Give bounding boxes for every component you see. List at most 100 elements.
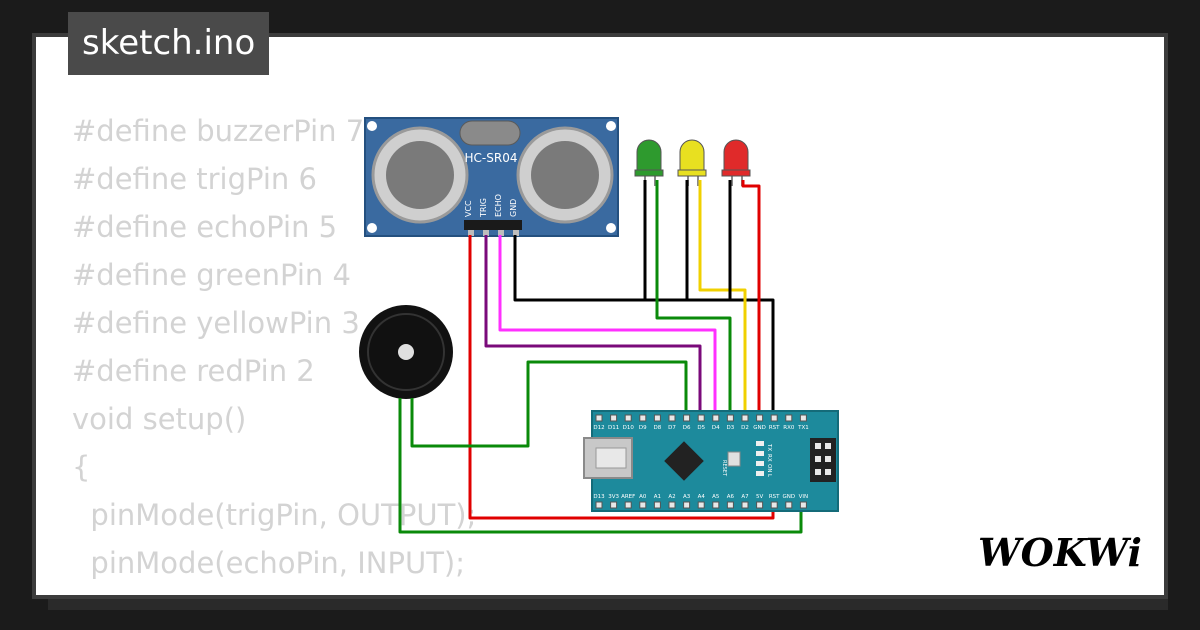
file-name-tab[interactable]: sketch.ino	[68, 12, 270, 75]
nano-pin[interactable]	[683, 414, 691, 422]
icsp-pin	[815, 456, 821, 462]
nano-pin[interactable]	[799, 501, 807, 509]
nano-status-led	[756, 471, 764, 476]
nano-led-label: TX	[766, 443, 772, 451]
wire-yellow-led-anode[interactable]	[698, 180, 747, 418]
icsp-pin	[825, 443, 831, 449]
sensor-pin-label: ECHO	[494, 194, 503, 217]
nano-pin[interactable]	[610, 501, 618, 509]
buzzer[interactable]	[359, 305, 453, 399]
nano-pin-label: GND	[753, 425, 766, 431]
nano-led-label: RX	[766, 454, 772, 462]
wokwi-logo: WOKWi	[978, 530, 1142, 575]
nano-pin-label: VIN	[799, 494, 809, 500]
icsp-pin	[815, 443, 821, 449]
code-line: #define yellowPin 3	[72, 306, 360, 340]
nano-pin-label: D10	[623, 425, 635, 431]
code-line: pinMode(echoPin, INPUT);	[72, 546, 466, 580]
nano-pin-label: D6	[683, 425, 691, 431]
nano-pin[interactable]	[653, 414, 661, 422]
nano-pin[interactable]	[741, 414, 749, 422]
nano-pin-label: D7	[668, 425, 676, 431]
led-body	[679, 139, 705, 173]
yellow-led[interactable]	[677, 139, 707, 186]
reset-label: RESET	[721, 460, 727, 477]
code-line: #define greenPin 4	[72, 258, 351, 292]
wire-sensor-echo[interactable]	[498, 235, 717, 418]
nano-pin[interactable]	[697, 501, 705, 509]
nano-pin[interactable]	[668, 501, 676, 509]
nano-pin[interactable]	[595, 501, 603, 509]
wire-red-led-anode[interactable]	[741, 180, 761, 418]
nano-pin-label: D13	[593, 494, 605, 500]
nano-pin[interactable]	[756, 414, 764, 422]
nano-pin[interactable]	[712, 414, 720, 422]
nano-pin[interactable]	[726, 414, 734, 422]
nano-pin[interactable]	[683, 501, 691, 509]
nano-pin-label: D5	[697, 425, 705, 431]
icsp-pin	[825, 469, 831, 475]
code-preview: #define buzzerPin 7#define trigPin 6#def…	[72, 107, 477, 595]
nano-pin[interactable]	[595, 414, 603, 422]
wire-buzzer-gnd[interactable]	[398, 398, 803, 534]
brand-wordmark: WOKWi	[978, 530, 1142, 575]
nano-pin[interactable]	[610, 414, 618, 422]
code-line: #define echoPin 5	[72, 210, 338, 244]
code-line: #define trigPin 6	[72, 162, 317, 196]
red-led[interactable]	[721, 139, 751, 186]
sensor-pin-header	[464, 220, 522, 230]
nano-pin[interactable]	[770, 501, 778, 509]
nano-pin[interactable]	[770, 414, 778, 422]
nano-pin[interactable]	[799, 414, 807, 422]
nano-status-led	[756, 451, 764, 456]
code-line: void setup()	[72, 402, 247, 436]
nano-pin[interactable]	[756, 501, 764, 509]
sensor-mount-hole	[606, 223, 616, 233]
nano-pin[interactable]	[639, 414, 647, 422]
led-body	[723, 139, 749, 173]
wire-sensor-trig[interactable]	[484, 235, 702, 418]
nano-pin[interactable]	[726, 501, 734, 509]
nano-pin-label: A5	[712, 494, 720, 500]
nano-pin-label: A4	[698, 494, 706, 500]
sensor-mount-hole	[367, 121, 377, 131]
nano-pin[interactable]	[668, 414, 676, 422]
nano-pin-label: D3	[727, 425, 735, 431]
reset-button[interactable]	[727, 451, 741, 467]
code-line: pinMode(redPin, OUTPUT);	[72, 587, 476, 595]
code-line: pinMode(trigPin, OUTPUT);	[72, 498, 477, 532]
nano-pin-label: D11	[608, 425, 619, 431]
nano-pin[interactable]	[639, 501, 647, 509]
nano-pin[interactable]	[624, 414, 632, 422]
mcu-chip	[664, 441, 704, 481]
nano-pin[interactable]	[653, 501, 661, 509]
green-led[interactable]	[634, 139, 664, 186]
nano-pin[interactable]	[785, 414, 793, 422]
nano-pin-label: A2	[668, 494, 675, 500]
nano-pin-label: A0	[639, 494, 647, 500]
nano-pin-label: D12	[593, 425, 604, 431]
traffic-leds[interactable]	[634, 139, 751, 186]
nano-pin[interactable]	[697, 414, 705, 422]
nano-pin-label: GND	[782, 494, 795, 500]
icsp-pin	[815, 469, 821, 475]
buzzer-ring	[367, 313, 445, 391]
nano-pin-label: RST	[769, 494, 780, 500]
nano-pin[interactable]	[712, 501, 720, 509]
led-rim	[634, 169, 664, 177]
sensor-pin-label: TRIG	[479, 198, 488, 218]
sensor-mount-hole	[367, 223, 377, 233]
nano-led-label: L	[766, 474, 772, 478]
nano-pin[interactable]	[624, 501, 632, 509]
icsp-pin	[825, 456, 831, 462]
led-rim	[677, 169, 707, 177]
nano-pin[interactable]	[741, 501, 749, 509]
preview-card: #define buzzerPin 7#define trigPin 6#def…	[32, 33, 1168, 599]
buzzer-hole	[398, 344, 414, 360]
wire-green-led-anode[interactable]	[655, 180, 732, 418]
wire-buzzer-signal[interactable]	[410, 360, 688, 448]
nano-pin[interactable]	[785, 501, 793, 509]
